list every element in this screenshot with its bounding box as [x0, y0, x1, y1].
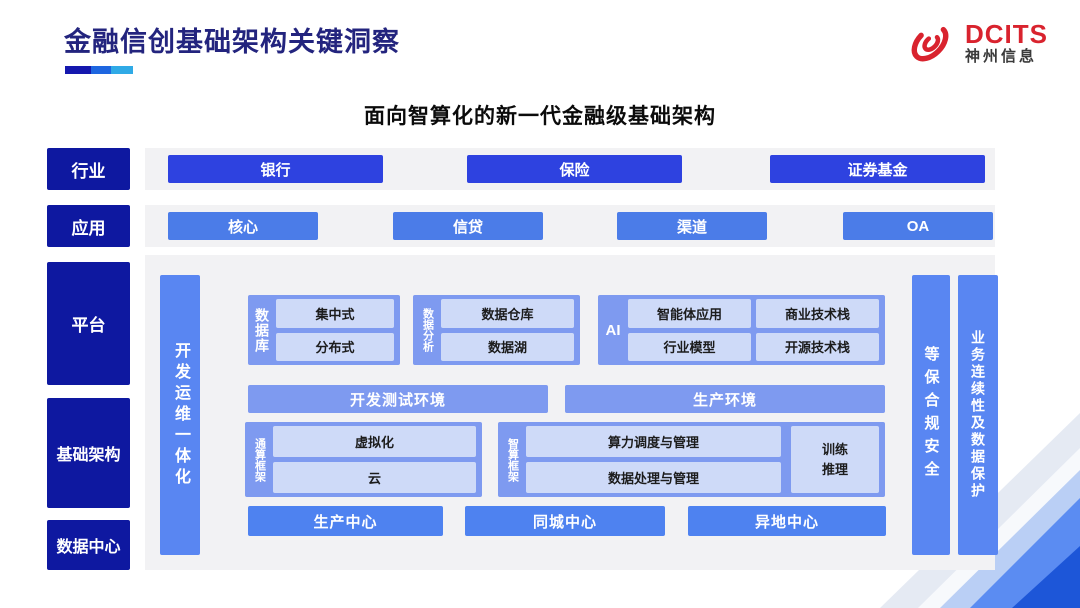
database-group: 数据库 集中式 分布式: [248, 295, 400, 365]
chip-distributed: 分布式: [276, 332, 394, 361]
intelligent-computing-group: 智算框架 算力调度与管理 数据处理与管理 训练推理: [498, 422, 885, 497]
production-center-box: 生产中心: [248, 506, 443, 536]
dev-test-environment-bar: 开发测试环境: [248, 385, 548, 413]
chip-cloud: 云: [273, 462, 476, 493]
logo-wordmark: DCITS: [965, 19, 1048, 50]
data-analytics-group: 数据分析 数据仓库 数据湖: [413, 295, 580, 365]
database-group-items: 集中式 分布式: [276, 299, 394, 361]
chip-centralized: 集中式: [276, 299, 394, 328]
database-group-label: 数据库: [254, 307, 270, 353]
diagram-title: 面向智算化的新一代金融级基础架构: [364, 105, 716, 128]
chip-agent-apps: 智能体应用: [628, 299, 751, 328]
ai-group: AI 智能体应用 商业技术栈 行业模型 开源技术栈: [598, 295, 885, 365]
app-box-credit: 信贷: [393, 212, 543, 240]
ai-group-label: AI: [605, 321, 621, 339]
row-label-datacenter: 数据中心: [47, 520, 130, 570]
compliance-security-bar: 等保合规安全: [912, 275, 950, 555]
logo-chinese-name: 神州信息: [965, 48, 1038, 66]
intelligent-computing-items: 算力调度与管理 数据处理与管理 训练推理: [526, 426, 879, 493]
underline-segment-dark: [65, 66, 91, 74]
industry-box-securities: 证券基金: [770, 155, 985, 183]
chip-data-lake: 数据湖: [441, 332, 574, 361]
chip-training-inference: 训练推理: [791, 426, 879, 493]
chip-data-warehouse: 数据仓库: [441, 299, 574, 328]
app-box-core: 核心: [168, 212, 318, 240]
chip-industry-models: 行业模型: [628, 332, 751, 361]
industry-box-insurance: 保险: [467, 155, 682, 183]
chip-virtualization: 虚拟化: [273, 426, 476, 457]
general-computing-group: 通算框架 虚拟化 云: [245, 422, 482, 497]
industry-box-bank: 银行: [168, 155, 383, 183]
general-computing-items: 虚拟化 云: [273, 426, 476, 493]
remote-center-box: 异地中心: [688, 506, 886, 536]
intelligent-computing-label: 智算框架: [506, 437, 519, 482]
business-continuity-bar: 业务连续性及数据保护: [958, 275, 998, 555]
chip-open-source-stack: 开源技术栈: [756, 332, 879, 361]
general-computing-label: 通算框架: [253, 437, 266, 482]
industry-row-panel: 银行 保险 证券基金: [145, 148, 995, 190]
ai-group-items: 智能体应用 商业技术栈 行业模型 开源技术栈: [628, 299, 879, 361]
page-title: 金融信创基础架构关键洞察: [64, 27, 400, 57]
underline-segment-light: [111, 66, 133, 74]
training-inference-label: 训练推理: [821, 442, 848, 477]
chip-compute-scheduling: 算力调度与管理: [526, 426, 781, 457]
intelligent-computing-left-column: 算力调度与管理 数据处理与管理: [526, 426, 781, 493]
row-label-platform: 平台: [47, 262, 130, 385]
data-analytics-group-label: 数据分析: [421, 308, 434, 352]
chip-commercial-stack: 商业技术栈: [756, 299, 879, 328]
main-architecture-panel: 开发运维一体化 等保合规安全 业务连续性及数据保护 数据库 集中式 分布式 数据…: [145, 255, 998, 570]
row-label-application: 应用: [47, 205, 130, 247]
app-box-channel: 渠道: [617, 212, 767, 240]
same-city-center-box: 同城中心: [465, 506, 665, 536]
row-label-infrastructure: 基础架构: [47, 398, 130, 508]
chip-data-processing: 数据处理与管理: [526, 462, 781, 493]
application-row-panel: 核心 信贷 渠道 OA: [145, 205, 995, 247]
business-continuity-label: 业务连续性及数据保护: [970, 330, 986, 500]
row-label-industry: 行业: [47, 148, 130, 190]
title-underline: [65, 66, 133, 74]
logo-text: DCITS 神州信息: [965, 20, 1048, 65]
devops-bar-label: 开发运维一体化: [172, 341, 189, 489]
underline-segment-mid: [91, 66, 111, 74]
devops-vertical-bar: 开发运维一体化: [160, 275, 200, 555]
compliance-security-label: 等保合规安全: [922, 346, 940, 484]
production-environment-bar: 生产环境: [565, 385, 885, 413]
dcits-swirl-icon: [911, 24, 949, 62]
dcits-logo: DCITS 神州信息: [903, 16, 1048, 70]
data-analytics-group-items: 数据仓库 数据湖: [441, 299, 574, 361]
app-box-oa: OA: [843, 212, 993, 240]
